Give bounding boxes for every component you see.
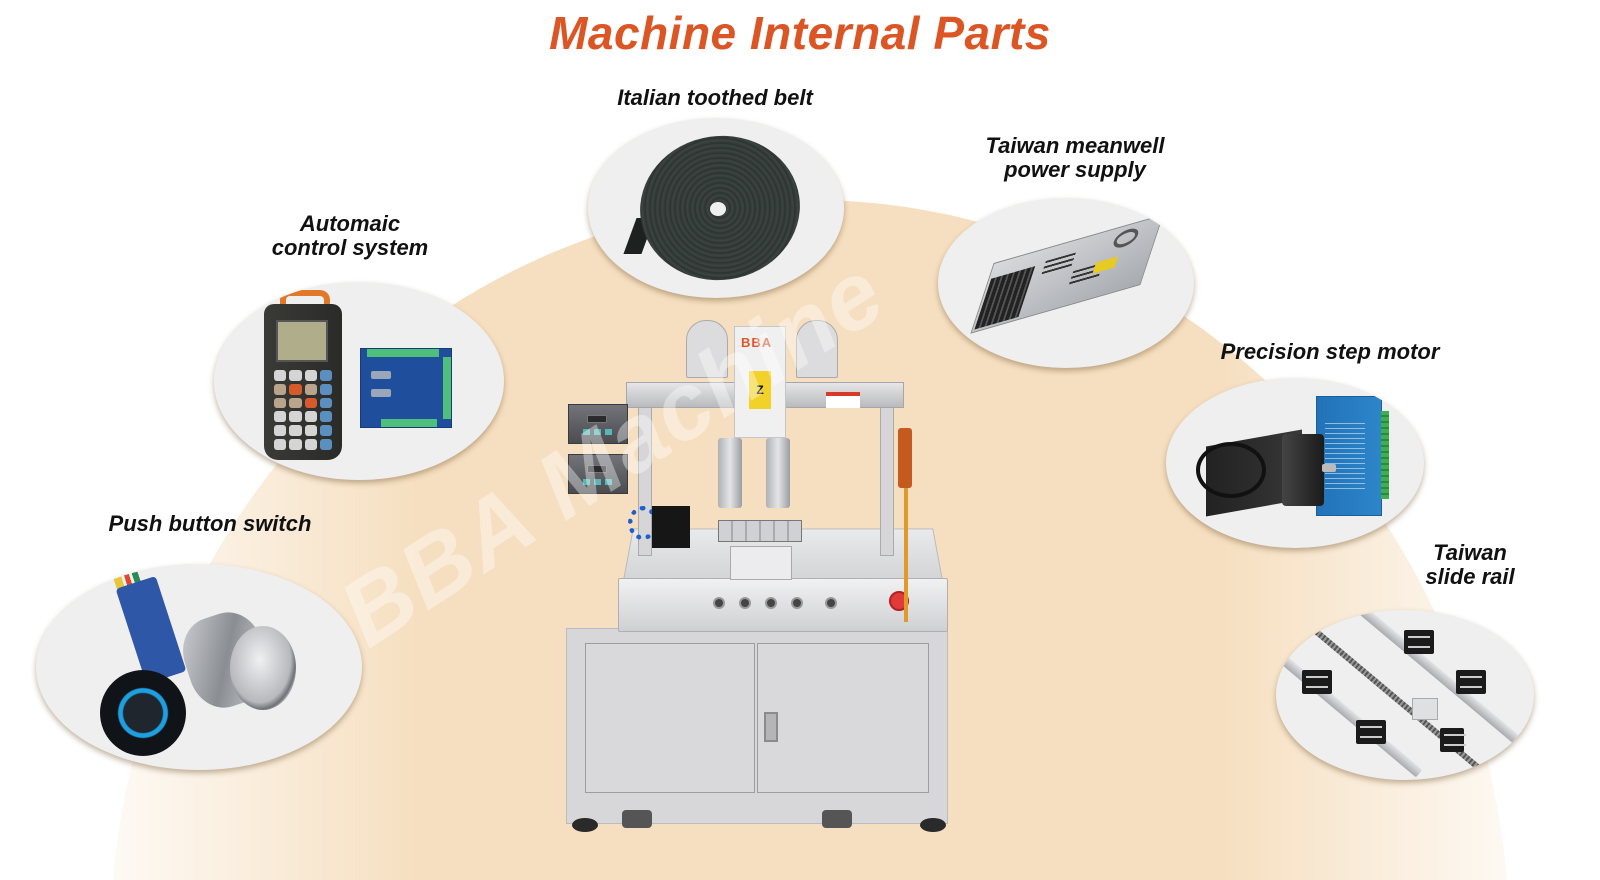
caster-wheel <box>822 810 852 828</box>
console-button <box>739 597 751 609</box>
brand-logo: BBA <box>741 335 773 350</box>
solder-wire-feeder-right <box>796 320 838 378</box>
dispensing-machine-image: BBA Z <box>540 310 980 870</box>
part-bubble-power-supply <box>938 198 1194 368</box>
solder-wire-feeder-left <box>686 320 728 378</box>
part-label-line: slide rail <box>1425 564 1515 589</box>
power-supply-icon <box>970 214 1164 334</box>
part-label-line: Taiwan meanwell <box>985 133 1165 158</box>
orange-cable <box>904 432 908 622</box>
part-bubble-control-system <box>214 282 504 480</box>
pcb-fixture <box>718 520 802 542</box>
warning-label <box>826 392 860 408</box>
part-label-control-system: Automaic control system <box>250 212 450 260</box>
console-button <box>825 597 837 609</box>
z-axis-head: BBA Z <box>734 326 786 438</box>
control-console <box>618 578 948 632</box>
part-label-line: Automaic <box>299 211 401 236</box>
console-button <box>765 597 777 609</box>
z-axis-sign: Z <box>749 371 771 409</box>
part-label-toothed-belt: Italian toothed belt <box>617 85 813 110</box>
gantry-post-right <box>880 406 894 556</box>
part-label-power-supply: Taiwan meanwell power supply <box>960 134 1190 182</box>
caster-wheel <box>622 810 652 828</box>
temperature-controller-bottom <box>568 454 628 494</box>
part-bubble-slide-rail <box>1276 610 1534 780</box>
console-button <box>791 597 803 609</box>
leveling-foot <box>920 818 946 832</box>
part-label-line: power supply <box>1004 157 1146 182</box>
machine-cabinet <box>566 628 948 824</box>
teach-pendant-holder <box>898 428 912 488</box>
part-label-step-motor: Precision step motor <box>1220 339 1440 364</box>
console-button <box>713 597 725 609</box>
cabinet-door-right <box>757 643 929 793</box>
soldering-iron-right <box>766 438 790 508</box>
part-label-line: control system <box>271 235 429 260</box>
part-label-slide-rail: Taiwan slide rail <box>1410 541 1530 589</box>
temperature-controller-top <box>568 404 628 444</box>
work-fixture <box>730 546 792 580</box>
part-bubble-toothed-belt <box>588 118 844 298</box>
part-bubble-step-motor <box>1166 378 1424 548</box>
soldering-iron-left <box>718 438 742 508</box>
door-handle <box>764 712 778 742</box>
cabinet-door-left <box>585 643 755 793</box>
part-label-push-button: Push button switch <box>108 511 312 536</box>
leveling-foot <box>572 818 598 832</box>
page-title: Machine Internal Parts <box>549 7 1051 59</box>
tip-cleaner-box <box>652 506 690 548</box>
part-bubble-push-button <box>36 564 362 770</box>
part-label-line: Taiwan <box>1433 540 1507 565</box>
